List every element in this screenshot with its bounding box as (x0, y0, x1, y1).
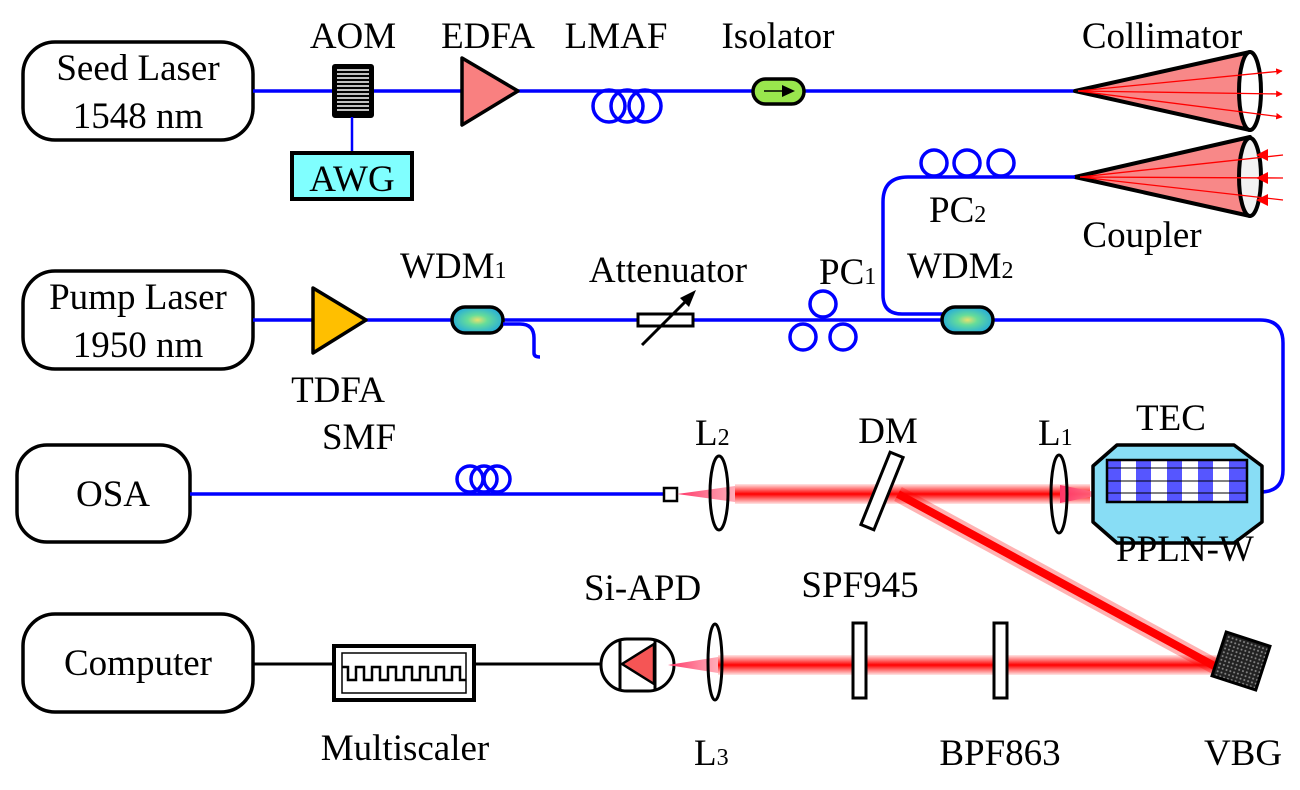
vbg-grating-icon (1210, 630, 1272, 692)
smf-label: SMF (322, 417, 396, 458)
tdfa-amplifier-icon (311, 286, 368, 355)
awg-box: AWG (290, 151, 414, 201)
collimator-icon (1073, 50, 1283, 132)
attenuator-label: Attenuator (589, 250, 747, 291)
tdfa-label: TDFA (291, 370, 385, 411)
isolator-label: Isolator (721, 16, 834, 57)
dm-label: DM (858, 411, 918, 452)
variable-attenuator-icon (636, 290, 696, 347)
lmaf-label: LMAF (565, 16, 668, 57)
seed-laser-wavelength: 1548 nm (73, 96, 204, 137)
pc1-coil-icon (788, 289, 858, 352)
beam-signal (735, 484, 1090, 504)
seed-laser: Seed Laser 1548 nm (21, 40, 255, 142)
osa-box: OSA (15, 443, 192, 544)
lens-l1-icon (1049, 453, 1069, 535)
wdm1-coupler-icon (450, 305, 505, 335)
pump-laser-name: Pump Laser (49, 277, 227, 318)
lens-l2-icon (708, 454, 730, 532)
wdm1-tail-fiber (503, 322, 541, 359)
fiber-connector-icon (662, 486, 679, 503)
wdm1-label: WDM1 (400, 246, 507, 287)
wdm2-label: WDM2 (907, 246, 1014, 287)
beam-diagonal (896, 490, 1220, 672)
smf-coil-icon (455, 464, 512, 494)
l3-label: L3 (694, 733, 729, 774)
spf-filter-icon (851, 621, 868, 700)
osa-label: OSA (76, 474, 150, 515)
awg-label: AWG (309, 159, 394, 200)
focus-cone-l1 (1060, 485, 1105, 503)
lmaf-coil-icon (591, 88, 663, 124)
multiscaler-icon (332, 644, 476, 702)
coupler-icon (1073, 135, 1284, 218)
vbg-label: VBG (1204, 733, 1282, 774)
computer-box: Computer (21, 612, 255, 714)
pump-laser: Pump Laser 1950 nm (21, 269, 255, 371)
si-apd-label: Si-APD (584, 568, 701, 609)
lens-l3-icon (706, 622, 724, 702)
edfa-label: EDFA (441, 16, 535, 57)
collimator-label: Collimator (1082, 16, 1242, 57)
focus-cone-l2 (677, 486, 735, 502)
pc2-coil-icon (919, 148, 1016, 178)
spf-label: SPF945 (801, 565, 918, 606)
l1-label: L1 (1038, 413, 1073, 454)
computer-label: Computer (64, 643, 212, 684)
coupler-fiber (881, 175, 1075, 316)
wdm2-coupler-icon (940, 305, 995, 335)
edfa-amplifier-icon (460, 56, 520, 127)
l2-label: L2 (695, 413, 730, 454)
isolator-icon (751, 77, 806, 106)
si-apd-photodiode-icon (599, 637, 676, 693)
pump-laser-wavelength: 1950 nm (73, 325, 204, 366)
multiscaler-label: Multiscaler (321, 728, 490, 769)
ppln-label: PPLN-W (1116, 529, 1254, 570)
tec-ppln-icon (1091, 443, 1264, 545)
dichroic-mirror-icon (858, 450, 906, 532)
bpf-filter-icon (992, 621, 1009, 700)
beam-filtered (718, 655, 1218, 675)
pc1-label: PC1 (819, 252, 876, 293)
aom-label: AOM (310, 16, 396, 57)
seed-laser-name: Seed Laser (56, 48, 219, 89)
pump-fiber (253, 318, 1285, 494)
focus-cone-l3 (668, 657, 718, 673)
tec-label: TEC (1136, 398, 1206, 439)
pc2-label: PC2 (929, 190, 986, 231)
bpf-label: BPF863 (939, 733, 1060, 774)
coupler-label: Coupler (1082, 215, 1201, 256)
aom-icon (332, 64, 374, 118)
